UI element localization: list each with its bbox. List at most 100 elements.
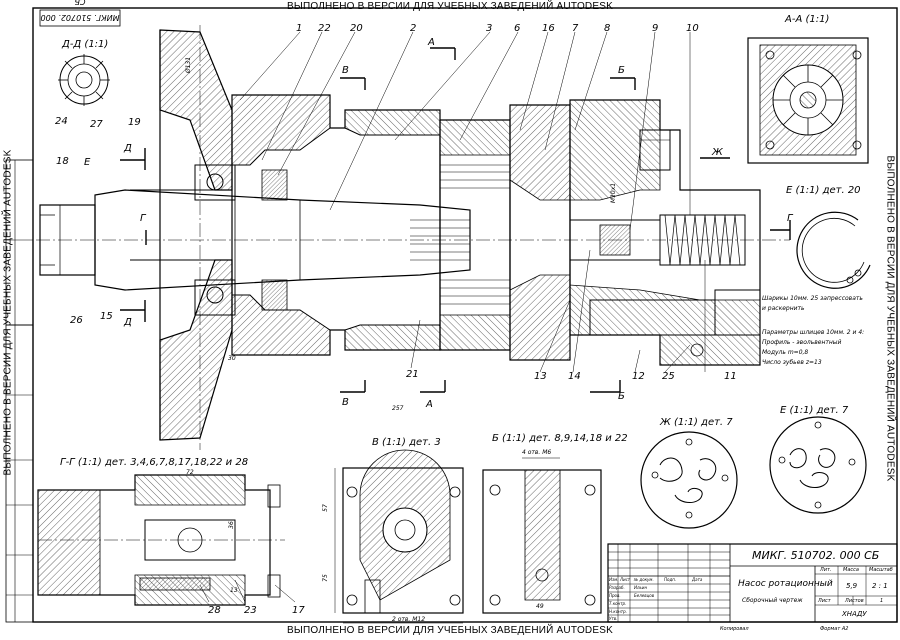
view-title-gg: Г-Г (1:1) дет. 3,4,6,7,8,17,18,22 и 28 xyxy=(60,457,249,468)
view-dd xyxy=(58,54,110,106)
sheet-frame xyxy=(5,7,898,623)
watermark-left: ВЫПОЛНЕНО В ВЕРСИИ ДЛЯ УЧЕБНЫХ ЗАВЕДЕНИЙ… xyxy=(2,149,14,476)
dim-13: 13 xyxy=(230,587,238,594)
callout-24: 24 xyxy=(55,116,68,127)
section-mark-d-bottom: Д xyxy=(124,317,132,328)
callout-25: 25 xyxy=(662,371,675,382)
title-sheet-label: Лист xyxy=(818,598,831,604)
view-title-dd: Д-Д (1:1) xyxy=(62,39,109,50)
title-prov: Пров. xyxy=(609,593,621,598)
title-organization: ХНАДУ xyxy=(842,610,867,618)
main-section-view xyxy=(36,25,791,450)
view-title-b: Б (1:1) дет. 8,9,14,18 и 22 xyxy=(492,433,628,444)
dim-36: 36 xyxy=(227,521,235,529)
title-lit-header: Лит. xyxy=(820,567,832,573)
dim-30: 30 xyxy=(228,355,236,362)
title-sheets-label: Листов xyxy=(845,598,864,604)
callout-1: 1 xyxy=(296,23,303,34)
view-title-e7: Е (1:1) дет. 7 xyxy=(780,405,849,416)
title-sheets-value: 1 xyxy=(880,598,884,604)
dim-m6: 4 отв. М6 xyxy=(522,449,552,456)
title-tkontr: Т.контр. xyxy=(609,601,627,606)
callout-28: 28 xyxy=(208,605,221,616)
section-mark-b-bottom: Б xyxy=(618,391,625,402)
view-title-aa: А-А (1:1) xyxy=(785,14,830,25)
title-sign-col: Подп. xyxy=(664,577,677,582)
section-mark-d-top: Д xyxy=(124,143,132,154)
dim-m10: М10х1 xyxy=(610,182,618,204)
callout-16: 16 xyxy=(542,23,555,34)
callout-15: 15 xyxy=(100,311,113,322)
title-name: Насос ротационный xyxy=(738,579,833,589)
title-prov-name: Белевцов xyxy=(634,593,655,598)
note-splines-4: Число зубьев z=13 xyxy=(762,359,822,366)
dim-257: 257 xyxy=(392,405,404,412)
title-scale-value: 2 : 1 xyxy=(872,582,888,590)
callout-11: 11 xyxy=(724,371,737,382)
view-title-v: В (1:1) дет. 3 xyxy=(372,437,441,448)
view-v-det3 xyxy=(334,449,464,624)
callout-2: 2 xyxy=(410,23,417,34)
note-splines-2: Профиль - эвольвентный xyxy=(762,339,842,346)
callout-10: 10 xyxy=(686,23,699,34)
view-zh-det7 xyxy=(640,431,738,529)
title-block-grid xyxy=(607,543,898,623)
callout-18: 18 xyxy=(56,156,69,167)
dim-49: 49 xyxy=(536,603,544,610)
title-doc-number: МИКГ. 510702. 000 СБ xyxy=(752,549,880,562)
view-title-zh: Ж (1:1) дет. 7 xyxy=(660,417,733,428)
view-aa xyxy=(747,37,869,164)
callout-20: 20 xyxy=(350,23,363,34)
title-sheet-type: Сборочный чертеж xyxy=(742,597,803,604)
title-list: Лист xyxy=(620,577,631,582)
title-izm: Изм. xyxy=(609,577,619,582)
callout-17: 17 xyxy=(292,605,305,616)
callout-8: 8 xyxy=(604,23,611,34)
watermark-top: ВЫПОЛНЕНО В ВЕРСИИ ДЛЯ УЧЕБНЫХ ЗАВЕДЕНИЙ… xyxy=(287,1,613,12)
callout-19: 19 xyxy=(128,117,141,128)
section-mark-g-right: Г xyxy=(787,213,793,224)
title-nkontr: Н.контр. xyxy=(609,609,627,614)
section-mark-v-bottom: В xyxy=(342,397,349,408)
section-mark-v-top: В xyxy=(342,65,349,76)
title-razrab-name: Ильин xyxy=(634,585,648,590)
callout-9: 9 xyxy=(652,23,659,34)
callout-22: 22 xyxy=(318,23,331,34)
view-b xyxy=(482,457,602,614)
callout-7: 7 xyxy=(572,23,579,34)
title-format: Формат А2 xyxy=(820,626,849,632)
callout-26: 26 xyxy=(70,315,83,326)
callout-6: 6 xyxy=(514,23,521,34)
note-splines-1: Параметры шлицев 10мм. 2 и 4: xyxy=(762,329,865,336)
section-mark-g-left: Г xyxy=(140,213,146,224)
section-mark-a-top: А xyxy=(428,37,435,48)
section-mark-a-bottom: А xyxy=(426,399,433,410)
callout-21: 21 xyxy=(406,369,419,380)
title-copied: Копировал xyxy=(720,626,749,632)
note-balls-2: и раскернить xyxy=(762,305,805,312)
dim-holes-m12: 2 отв. М12 xyxy=(392,616,426,623)
section-mark-zh: Ж xyxy=(712,147,723,158)
title-scale-header: Масштаб xyxy=(869,567,893,573)
dim-d131: Ø131 xyxy=(185,56,193,74)
callout-13: 13 xyxy=(534,371,547,382)
callout-23: 23 xyxy=(244,605,257,616)
view-title-e20: Е (1:1) дет. 20 xyxy=(786,185,861,196)
dim-75: 75 xyxy=(321,574,329,582)
section-mark-b-top: Б xyxy=(618,65,625,76)
title-razrab: Разраб. xyxy=(609,585,625,590)
dim-57: 57 xyxy=(321,504,329,512)
note-splines-3: Модуль m=0,8 xyxy=(762,349,809,356)
dim-72: 72 xyxy=(186,469,194,476)
callout-14: 14 xyxy=(568,371,581,382)
title-utv: Утв. xyxy=(609,616,618,621)
watermark-right: ВЫПОЛНЕНО В ВЕРСИИ ДЛЯ УЧЕБНЫХ ЗАВЕДЕНИЙ… xyxy=(884,155,896,482)
view-gg xyxy=(37,474,296,606)
view-e-det7 xyxy=(769,416,867,514)
title-date-col: Дата xyxy=(692,577,703,582)
callout-27: 27 xyxy=(90,119,103,130)
note-balls-1: Шарикы 10мм. 25 запрессовать xyxy=(762,295,863,302)
title-doc-col: № докум. xyxy=(634,577,654,582)
view-e-det20 xyxy=(796,211,871,289)
